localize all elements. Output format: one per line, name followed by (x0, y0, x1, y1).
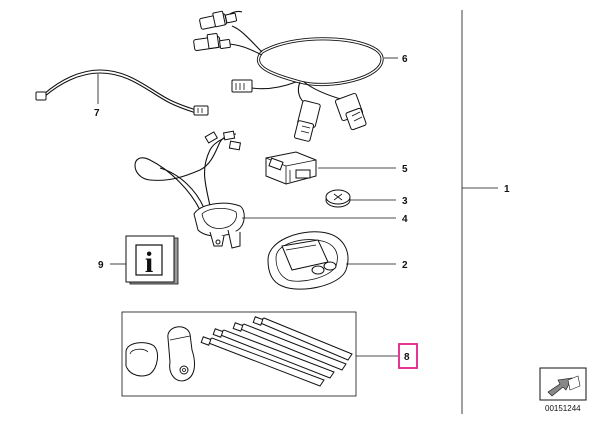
callout-7: 7 (94, 108, 100, 119)
callout-8-highlight (398, 343, 418, 369)
leader-lines (97, 10, 498, 414)
part-4-mount-bracket[interactable] (134, 130, 245, 249)
callout-5: 5 (402, 164, 408, 175)
callout-1: 1 (504, 184, 510, 195)
info-symbol: i (145, 246, 153, 279)
callout-4: 4 (402, 214, 408, 225)
diagram-number: 00151244 (545, 404, 581, 413)
part-8-mounting-kit[interactable] (121, 311, 357, 397)
callout-8: 8 (404, 352, 410, 363)
callout-9: 9 (98, 260, 104, 271)
callout-6: 6 (402, 54, 408, 65)
part-9-info-manual[interactable]: i (125, 235, 179, 285)
part-7-sensor-cable[interactable] (35, 69, 209, 116)
callout-3: 3 (402, 196, 408, 207)
callouts: 6 7 5 3 4 2 9 1 8 (94, 54, 510, 369)
part-3-battery[interactable] (325, 189, 351, 208)
diagram-reference: 00151244 (539, 367, 587, 413)
arrow-icon (547, 375, 581, 397)
part-2-cycle-computer[interactable] (267, 231, 349, 290)
part-6-wiring-harness[interactable] (193, 10, 384, 142)
cable-ties (200, 316, 353, 387)
part-5-connector-block[interactable] (265, 151, 317, 185)
callout-2: 2 (402, 260, 408, 271)
